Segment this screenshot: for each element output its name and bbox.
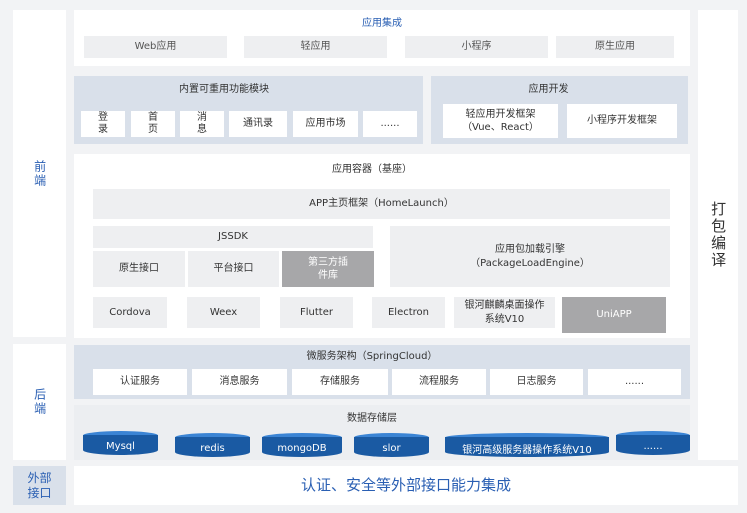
- light-app-framework: 轻应用开发框架（Vue、React）: [443, 104, 558, 138]
- miniprogram-framework: 小程序开发框架: [567, 104, 677, 138]
- db-redis-label: redis: [200, 442, 225, 454]
- module-message-label: 消息: [197, 112, 207, 135]
- service-message: 消息服务: [192, 369, 287, 395]
- db-mysql-label: Mysql: [106, 440, 135, 452]
- sidebar-frontend-label: 前端: [32, 159, 47, 188]
- db-kylin-server-os: 银河高级服务器操作系统V10: [445, 433, 609, 457]
- service-more: ......: [588, 369, 681, 395]
- platform-interface: 平台接口: [188, 251, 279, 287]
- module-contacts: 通讯录: [229, 111, 287, 137]
- runtime-kylin-desktop-label: 银河麒麟桌面操作系统V10: [464, 300, 545, 325]
- runtime-weex: Weex: [187, 297, 260, 328]
- db-mysql: Mysql: [83, 431, 158, 455]
- module-appstore: 应用市场: [293, 111, 358, 137]
- sidebar-external-label: 外部接口: [27, 470, 52, 500]
- db-slor: slor: [354, 433, 429, 457]
- microservices-panel: 微服务架构（SpringCloud） 认证服务 消息服务 存储服务 流程服务 日…: [74, 345, 690, 399]
- external-interface-label: 认证、安全等外部接口能力集成: [300, 476, 511, 495]
- runtime-uniapp: UniAPP: [562, 297, 666, 333]
- db-mongodb-label: mongoDB: [277, 442, 327, 454]
- module-home-label: 首页: [148, 112, 158, 135]
- module-contacts-label: 通讯录: [243, 118, 273, 129]
- module-appstore-label: 应用市场: [305, 118, 346, 129]
- sidebar-frontend: 前端: [13, 10, 66, 337]
- sidebar-external: 外部接口: [13, 466, 66, 505]
- thirdparty-plugin-label: 第三方插件库: [308, 256, 348, 282]
- app-dev-title: 应用开发: [528, 84, 569, 96]
- app-type-web: Web应用: [84, 36, 227, 58]
- db-kylin-server-os-label: 银河高级服务器操作系统V10: [462, 444, 592, 456]
- app-integration-title: 应用集成: [362, 18, 402, 30]
- runtime-kylin-desktop: 银河麒麟桌面操作系统V10: [454, 297, 555, 328]
- service-storage: 存储服务: [292, 369, 388, 395]
- sidebar-backend: 后端: [13, 344, 66, 460]
- db-mongodb: mongoDB: [262, 433, 342, 457]
- runtime-flutter: Flutter: [280, 297, 353, 328]
- sidebar-backend-label: 后端: [32, 388, 47, 416]
- service-workflow: 流程服务: [392, 369, 486, 395]
- external-interface-bar: 认证、安全等外部接口能力集成: [74, 466, 738, 505]
- build-compile-panel: 打包编译: [698, 10, 738, 460]
- app-type-native: 原生应用: [556, 36, 674, 58]
- home-launch-framework: APP主页框架（HomeLaunch）: [93, 189, 670, 219]
- storage-panel: 数据存储层 Mysql redis mongoDB slor 银河高级服务器操作…: [74, 405, 690, 460]
- package-load-engine: 应用包加载引擎（PackageLoadEngine）: [390, 226, 670, 287]
- module-more: ......: [363, 111, 417, 137]
- db-more-label: ......: [643, 440, 663, 452]
- db-slor-label: slor: [382, 442, 401, 454]
- light-app-framework-label: 轻应用开发框架（Vue、React）: [462, 108, 539, 134]
- package-load-engine-label: 应用包加载引擎（PackageLoadEngine）: [470, 244, 590, 269]
- thirdparty-plugin-library: 第三方插件库: [282, 251, 374, 287]
- app-dev-panel: 应用开发 轻应用开发框架（Vue、React） 小程序开发框架: [431, 76, 688, 144]
- app-type-light: 轻应用: [244, 36, 387, 58]
- native-interface: 原生接口: [93, 251, 185, 287]
- modules-title: 内置可重用功能模块: [179, 84, 269, 96]
- storage-title: 数据存储层: [347, 413, 397, 425]
- module-login: 登录: [81, 111, 125, 137]
- app-type-miniprogram: 小程序: [405, 36, 548, 58]
- build-compile-label: 打包编译: [709, 201, 728, 269]
- runtime-electron: Electron: [372, 297, 445, 328]
- jssdk-label: JSSDK: [93, 226, 373, 248]
- service-log: 日志服务: [490, 369, 583, 395]
- runtime-cordova: Cordova: [93, 297, 167, 328]
- module-message: 消息: [180, 111, 224, 137]
- db-redis: redis: [175, 433, 250, 457]
- app-integration-panel: 应用集成 Web应用 轻应用 小程序 原生应用: [74, 10, 690, 66]
- db-more: ......: [616, 431, 690, 455]
- module-login-label: 登录: [98, 112, 108, 135]
- app-container-title: 应用容器（基座）: [332, 164, 412, 176]
- module-home: 首页: [131, 111, 175, 137]
- service-auth: 认证服务: [93, 369, 187, 395]
- app-container-panel: 应用容器（基座） APP主页框架（HomeLaunch） JSSDK 原生接口 …: [74, 154, 690, 338]
- microservices-title: 微服务架构（SpringCloud）: [306, 351, 438, 363]
- modules-panel: 内置可重用功能模块 登录 首页 消息 通讯录 应用市场 ......: [74, 76, 423, 144]
